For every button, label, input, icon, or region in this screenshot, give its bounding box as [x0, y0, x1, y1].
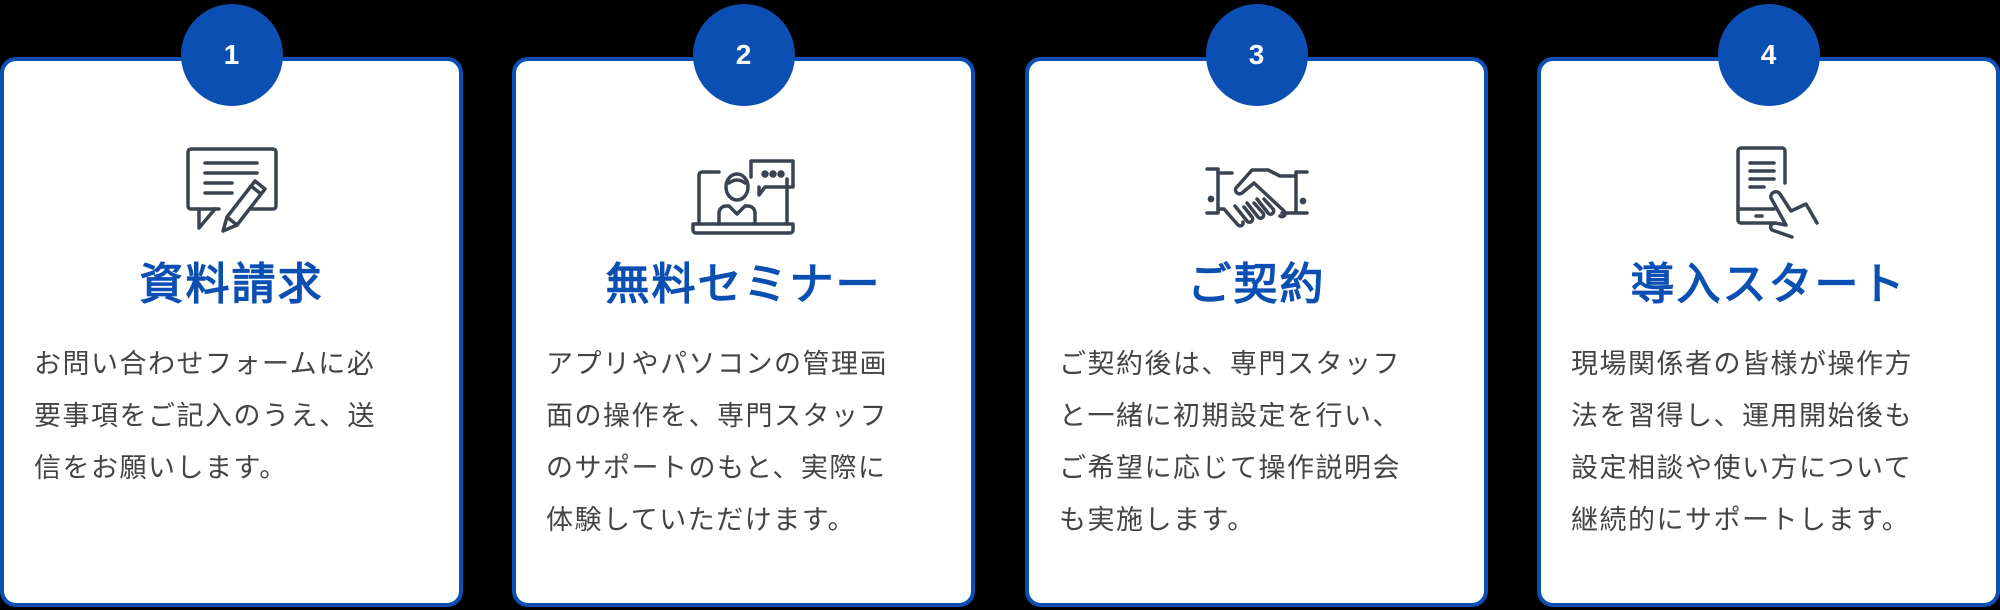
step-number-badge: 1: [180, 4, 283, 106]
step-card-3: 3 ご契約 ご契約後は、専門スタッフ と一緒に初期設定を行い、 ご希望に応じて操…: [1025, 4, 1488, 607]
step-description: お問い合わせフォームに必 要事項をご記入のうえ、送 信をお願いします。: [34, 349, 376, 484]
step-number-badge: 2: [692, 4, 795, 106]
step-title: 導入スタート: [1630, 259, 1907, 310]
laptop-presenter-chat-icon: [689, 143, 799, 243]
step-description: アプリやパソコンの管理画 面の操作を、専門スタッフ のサポートのもと、実際に 体…: [546, 349, 888, 536]
step-card-2: 2 無料セミナー アプリやパソコンの管理画 面の操作を、専門スタッフ のサポート…: [512, 4, 975, 607]
step-number-badge: 4: [1717, 4, 1820, 106]
step-description: ご契約後は、専門スタッフ と一緒に初期設定を行い、 ご希望に応じて操作説明会 も…: [1059, 349, 1401, 536]
smartphone-tap-icon: [1714, 143, 1824, 243]
speech-bubble-pencil-icon: [177, 143, 287, 243]
step-title: 無料セミナー: [605, 259, 882, 310]
step-description: 現場関係者の皆様が操作方 法を習得し、運用開始後も 設定相談や使い方について 継…: [1571, 349, 1913, 536]
step-title: ご契約: [1187, 259, 1326, 310]
step-title: 資料請求: [139, 259, 324, 310]
handshake-icon: [1202, 143, 1312, 243]
step-card-4: 4 導入スタート 現場関係者の皆様が操作方 法を習得し、運用開始後も 設定相談や…: [1537, 4, 2000, 607]
step-card-1: 1 資料請求 お問い合わせフォームに必 要事項をご記入のうえ、送 信をお願いしま…: [0, 4, 463, 607]
step-number-badge: 3: [1205, 4, 1308, 106]
